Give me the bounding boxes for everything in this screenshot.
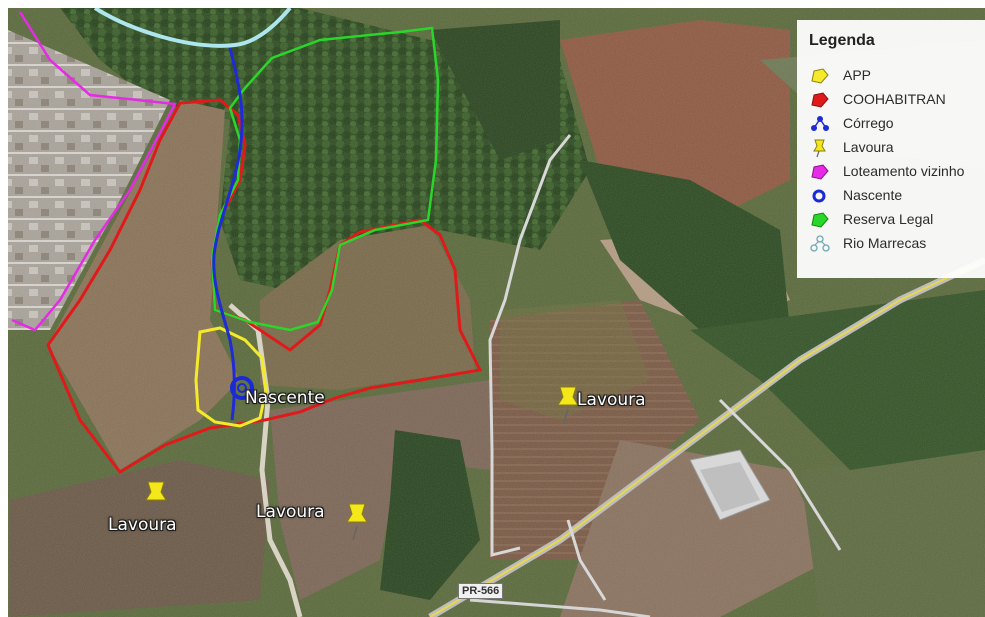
legend-item-coohabitran[interactable]: COOHABITRAN: [797, 88, 985, 112]
rio-marrecas-line: [93, 8, 292, 48]
stream-icon: [811, 116, 829, 131]
legend-label-lavoura: Lavoura: [843, 139, 894, 155]
legend-label-nascente: Nascente: [843, 187, 903, 203]
polygon-icon: [811, 92, 829, 108]
app-boundary: [194, 326, 268, 428]
legend-item-loteamento-vizinho[interactable]: Loteamento vizinho: [797, 160, 985, 184]
pushpin-icon: [813, 139, 826, 158]
legend-item-lavoura[interactable]: Lavoura: [797, 136, 985, 160]
circle-marker-icon: [812, 189, 826, 203]
lavoura-label-2: Lavoura: [108, 515, 177, 535]
legend-label-coohabitran: COOHABITRAN: [843, 91, 946, 107]
polygon-icon: [811, 212, 829, 228]
lavoura-pushpin-2[interactable]: [145, 481, 167, 519]
nascente-label: Nascente: [245, 388, 325, 408]
legend-title: Legenda: [809, 32, 875, 49]
lavoura-pushpin-1[interactable]: [557, 386, 579, 424]
lavoura-label-1: Lavoura: [577, 390, 646, 410]
legend-item-rio-marrecas[interactable]: Rio Marrecas: [797, 232, 985, 256]
legend-item-corrego[interactable]: Córrego: [797, 112, 985, 136]
legend-label-reserva-legal: Reserva Legal: [843, 211, 934, 227]
river-icon: [810, 235, 830, 252]
legend-item-app[interactable]: APP: [797, 64, 985, 88]
road-shield-label: PR-566: [458, 583, 504, 599]
polygon-icon: [811, 164, 829, 180]
legend-label-app: APP: [843, 67, 872, 83]
legend-item-nascente[interactable]: Nascente: [797, 184, 985, 208]
nascente-marker[interactable]: [230, 376, 254, 400]
polygon-icon: [811, 68, 829, 84]
loteamento-vizinho-boundary: [11, 11, 177, 332]
lavoura-label-3: Lavoura: [256, 502, 325, 522]
legend-label-loteamento-vizinho: Loteamento vizinho: [843, 163, 965, 179]
legend-item-reserva-legal[interactable]: Reserva Legal: [797, 208, 985, 232]
legend-label-corrego: Córrego: [843, 115, 894, 131]
corrego-line: [212, 47, 244, 421]
map-legend: Legenda APP COOHABITRAN Córrego: [797, 20, 985, 278]
lavoura-pushpin-3[interactable]: [346, 503, 368, 541]
legend-label-rio-marrecas: Rio Marrecas: [843, 235, 927, 251]
